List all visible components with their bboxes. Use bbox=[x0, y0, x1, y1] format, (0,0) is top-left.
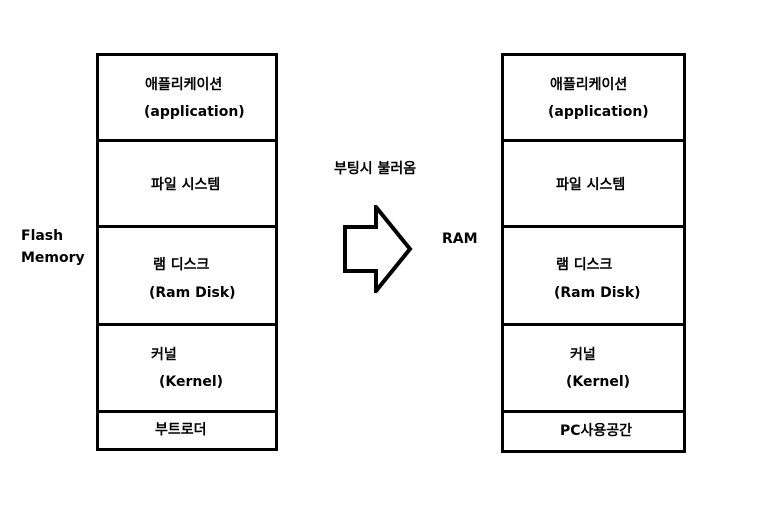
segment-sublabel: (Ram Disk) bbox=[149, 285, 236, 301]
flash-memory-stack: 애플리케이션 (application) 파일 시스템 램 디스크 (Ram D… bbox=[96, 53, 278, 451]
segment-label: PC사용공간 bbox=[560, 423, 633, 439]
segment-label: 램 디스크 bbox=[556, 257, 613, 273]
flash-segment-bootloader: 부트로더 bbox=[99, 413, 275, 448]
ram-segment-application: 애플리케이션 (application) bbox=[504, 56, 683, 142]
segment-sublabel: (Ram Disk) bbox=[554, 285, 641, 301]
segment-label: 애플리케이션 bbox=[550, 77, 628, 93]
ram-segment-kernel: 커널 (Kernel) bbox=[504, 326, 683, 413]
ram-segment-ramdisk: 램 디스크 (Ram Disk) bbox=[504, 228, 683, 326]
flash-memory-label-line1: Flash bbox=[21, 228, 64, 244]
ram-segment-pc-space: PC사용공간 bbox=[504, 413, 683, 450]
ram-label: RAM bbox=[442, 231, 478, 247]
flash-memory-label: Flash Memory bbox=[21, 225, 85, 269]
segment-label: 커널 bbox=[570, 347, 596, 363]
segment-label: 파일 시스템 bbox=[151, 177, 221, 193]
segment-sublabel: (application) bbox=[548, 104, 649, 120]
segment-label: 파일 시스템 bbox=[556, 177, 626, 193]
segment-label: 커널 bbox=[151, 347, 177, 363]
segment-label: 부트로더 bbox=[155, 422, 207, 438]
segment-label: 램 디스크 bbox=[153, 257, 210, 273]
segment-label: 애플리케이션 bbox=[145, 77, 223, 93]
segment-sublabel: (Kernel) bbox=[566, 374, 631, 390]
right-arrow-outline-icon bbox=[343, 205, 413, 293]
boot-load-label: 부팅시 불러옴 bbox=[334, 161, 417, 177]
flash-segment-kernel: 커널 (Kernel) bbox=[99, 326, 275, 413]
ram-segment-filesystem: 파일 시스템 bbox=[504, 142, 683, 228]
flash-segment-application: 애플리케이션 (application) bbox=[99, 56, 275, 142]
segment-sublabel: (application) bbox=[144, 104, 245, 120]
ram-stack: 애플리케이션 (application) 파일 시스템 램 디스크 (Ram D… bbox=[501, 53, 686, 453]
flash-segment-ramdisk: 램 디스크 (Ram Disk) bbox=[99, 228, 275, 326]
segment-sublabel: (Kernel) bbox=[159, 374, 224, 390]
flash-segment-filesystem: 파일 시스템 bbox=[99, 142, 275, 228]
flash-memory-label-line2: Memory bbox=[21, 250, 85, 266]
